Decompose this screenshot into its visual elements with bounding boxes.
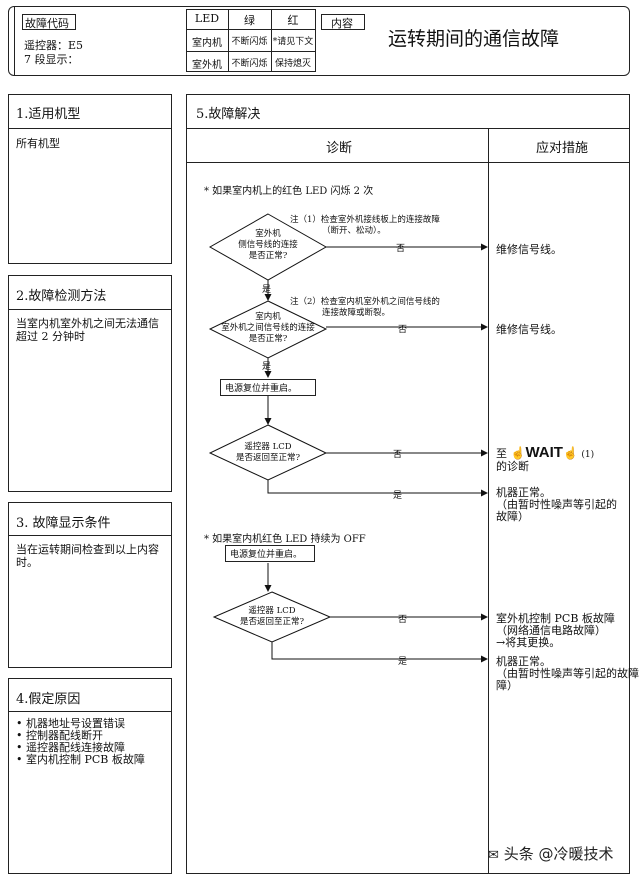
outdoor-label: 室外机 — [192, 60, 222, 71]
header-frame — [8, 6, 630, 76]
note-2-line-2: 连接故障或断裂。 — [322, 308, 391, 318]
yes-label: 是 — [262, 362, 272, 372]
hand-icon: ☝ — [510, 446, 526, 460]
no-label: 否 — [396, 244, 406, 254]
page-title: 运转期间的通信故障 — [388, 28, 560, 50]
case-2-heading: * 如果室内机红色 LED 持续为 OFF — [204, 534, 366, 545]
power-reset-box-2: 电源复位并重启。 — [225, 545, 315, 562]
red-header: 红 — [287, 14, 299, 27]
section-1-body: 所有机型 — [16, 137, 60, 150]
section-1-title: 1.适用机型 — [16, 107, 81, 122]
fault-code-label-box — [22, 14, 76, 30]
action-header: 应对措施 — [536, 141, 589, 156]
no-label: 否 — [398, 615, 408, 625]
section-3-body: 当在运转期间检查到以上内容时。 — [16, 543, 159, 569]
action-4a: 室外机控制 PCB 板故障（网络通信电路故障）→将其更换。 — [496, 612, 615, 649]
content-label: 内容 — [331, 17, 353, 30]
case-1-heading: * 如果室内机上的红色 LED 闪烁 2 次 — [204, 186, 374, 197]
section-1-box — [8, 94, 172, 264]
decision-2-text: 室内机室外机之间信号线的连接是否正常? — [221, 312, 315, 344]
section-4-title: 4.假定原因 — [16, 692, 81, 707]
content-label-box — [321, 14, 365, 30]
cause-item: • 机器地址号设置错误 — [16, 717, 125, 730]
section-2-body: 当室内机室外机之间无法通信超过 2 分钟时 — [16, 317, 159, 343]
indoor-label: 室内机 — [192, 38, 222, 49]
yes-label: 是 — [398, 657, 408, 667]
watermark: ✉ 头条 @冷暖技术 — [488, 845, 614, 863]
action-3a: 至 ☝WAIT☝ (1) — [496, 444, 595, 461]
green-header: 绿 — [244, 14, 255, 27]
action-1: 维修信号线。 — [496, 243, 562, 256]
no-label: 否 — [398, 325, 408, 335]
indoor-red: *请见下文 — [272, 37, 314, 47]
section-5-title: 5.故障解决 — [196, 107, 261, 122]
fault-code-label: 故障代码 — [25, 17, 69, 30]
section-2-title: 2.故障检测方法 — [16, 289, 107, 304]
decision-1-text: 室外机侧信号线的连接是否正常? — [238, 229, 298, 261]
section-3-title: 3. 故障显示条件 — [16, 516, 111, 531]
section-2-box — [8, 275, 172, 492]
diagnosis-header: 诊断 — [326, 141, 353, 156]
note-1-line-2: （断开、松动）。 — [322, 226, 386, 236]
yes-label: 是 — [262, 285, 272, 295]
note-2-line-1: 注（2）检查室内机室外机之间信号线的 — [290, 297, 440, 307]
section-3-box — [8, 502, 172, 668]
yes-label: 是 — [393, 491, 403, 501]
led-table — [186, 9, 316, 72]
cause-item: • 控制器配线断开 — [16, 729, 103, 742]
bird-icon: ✉ — [488, 848, 499, 863]
outdoor-red: 保持熄灭 — [274, 59, 311, 69]
action-2: 维修信号线。 — [496, 323, 562, 336]
segment-display-label: 7 段显示： — [24, 53, 79, 66]
column-divider — [488, 128, 489, 874]
main-panel — [186, 94, 630, 874]
cause-item: • 室内机控制 PCB 板故障 — [16, 753, 145, 766]
outdoor-green: 不断闪烁 — [231, 59, 268, 69]
hand-icon: ☝ — [562, 446, 578, 460]
action-3a-line-2: 的诊断 — [496, 460, 529, 473]
action-3b: 机器正常。（由暂时性噪声等引起的故障） — [496, 486, 617, 523]
indoor-green: 不断闪烁 — [231, 37, 268, 47]
no-label: 否 — [393, 450, 403, 460]
section-4-box — [8, 678, 172, 874]
note-1-line-1: 注（1）检查室外机接线板上的连接故障 — [290, 215, 440, 225]
cause-item: • 遥控器配线连接故障 — [16, 741, 125, 754]
led-header: LED — [194, 12, 220, 25]
wait-text: WAIT — [525, 444, 563, 461]
power-reset-box-1: 电源复位并重启。 — [220, 379, 316, 396]
remote-code: 遥控器：E5 — [24, 39, 84, 52]
action-4b: 机器正常。（由暂时性噪声等引起的故障障） — [496, 655, 639, 692]
